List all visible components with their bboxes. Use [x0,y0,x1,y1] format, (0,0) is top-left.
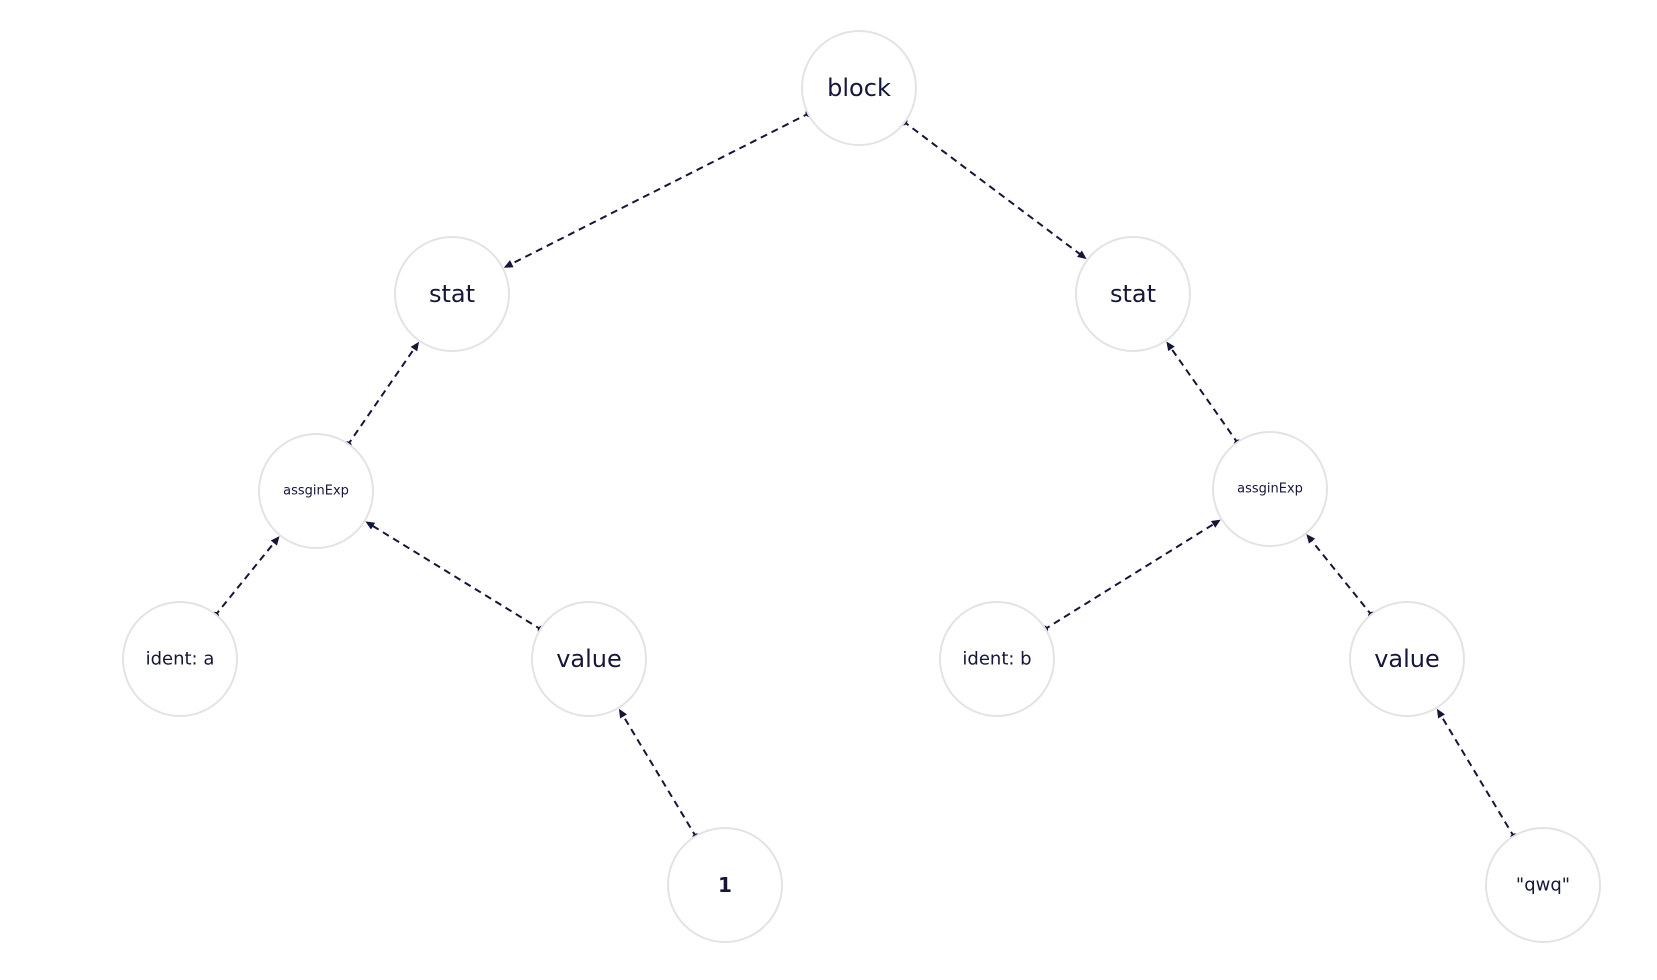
edge-line [369,523,543,632]
edge-arrowhead [503,260,514,268]
edge-ident-a-to-assign-left [210,536,280,621]
node-circle [394,236,510,352]
edge-block-to-stat-left [503,108,815,268]
node-stat-right: stat [1075,236,1191,352]
node-block: block [801,30,917,146]
node-label: assginExp [283,484,349,499]
node-label: assginExp [1237,482,1303,497]
edge-arrowhead [365,521,376,530]
node-circle [801,30,917,146]
edge-ident-b-to-assign-right [1039,519,1221,635]
node-circle [667,827,783,943]
edge-literal-1-to-value-left [618,708,702,843]
edge-line [1309,538,1374,617]
edge-line [1043,521,1217,631]
node-circle [1485,827,1601,943]
node-ident-b: ident: b [939,601,1055,717]
edge-arrowhead [1211,519,1221,528]
edge-line [621,713,698,839]
edge-block-to-stat-right [898,116,1087,260]
edge-line [213,540,277,617]
node-circle [1075,236,1191,352]
node-circle [258,433,374,549]
edge-arrowhead [270,536,280,546]
node-assign-right: assginExp [1212,431,1328,547]
edge-line [902,120,1083,257]
node-circle [1212,431,1328,547]
edge-line [508,111,811,266]
node-value-left: value [531,601,647,717]
nodes-layer: block stat stat assginExp assginExp ident: a v… [122,30,1601,943]
node-literal-1: 1 [667,827,783,943]
node-circle [531,601,647,717]
edge-assign-right-to-stat-right [1166,341,1243,449]
edge-arrowhead [1436,708,1445,719]
node-label: value [1374,645,1440,673]
node-circle [939,601,1055,717]
edge-value-right-to-assign-right [1306,534,1377,621]
edge-assign-left-to-stat-left [342,341,420,451]
node-label: stat [1110,280,1156,308]
node-value-right: value [1349,601,1465,717]
node-label: ident: a [146,649,215,670]
node-circle [122,601,238,717]
node-stat-left: stat [394,236,510,352]
node-circle [1349,601,1465,717]
node-label: "qwq" [1516,875,1570,896]
edge-arrowhead [1306,534,1316,544]
edge-literal-qwq-to-value-right [1436,708,1520,843]
node-ident-a: ident: a [122,601,238,717]
node-label: value [556,645,622,673]
edge-line [1168,345,1240,445]
edge-arrowhead [618,708,627,719]
node-label: 1 [718,873,732,897]
edge-arrowhead [1077,250,1087,260]
node-label: block [827,74,891,102]
node-label: ident: b [962,649,1031,670]
node-label: stat [429,280,475,308]
edge-arrowhead [1166,341,1175,352]
node-literal-qwq: "qwq" [1485,827,1601,943]
edge-line [346,346,417,447]
edge-value-left-to-assign-left [365,521,547,635]
edge-line [1439,713,1516,839]
edge-arrowhead [410,341,420,352]
node-assign-left: assginExp [258,433,374,549]
